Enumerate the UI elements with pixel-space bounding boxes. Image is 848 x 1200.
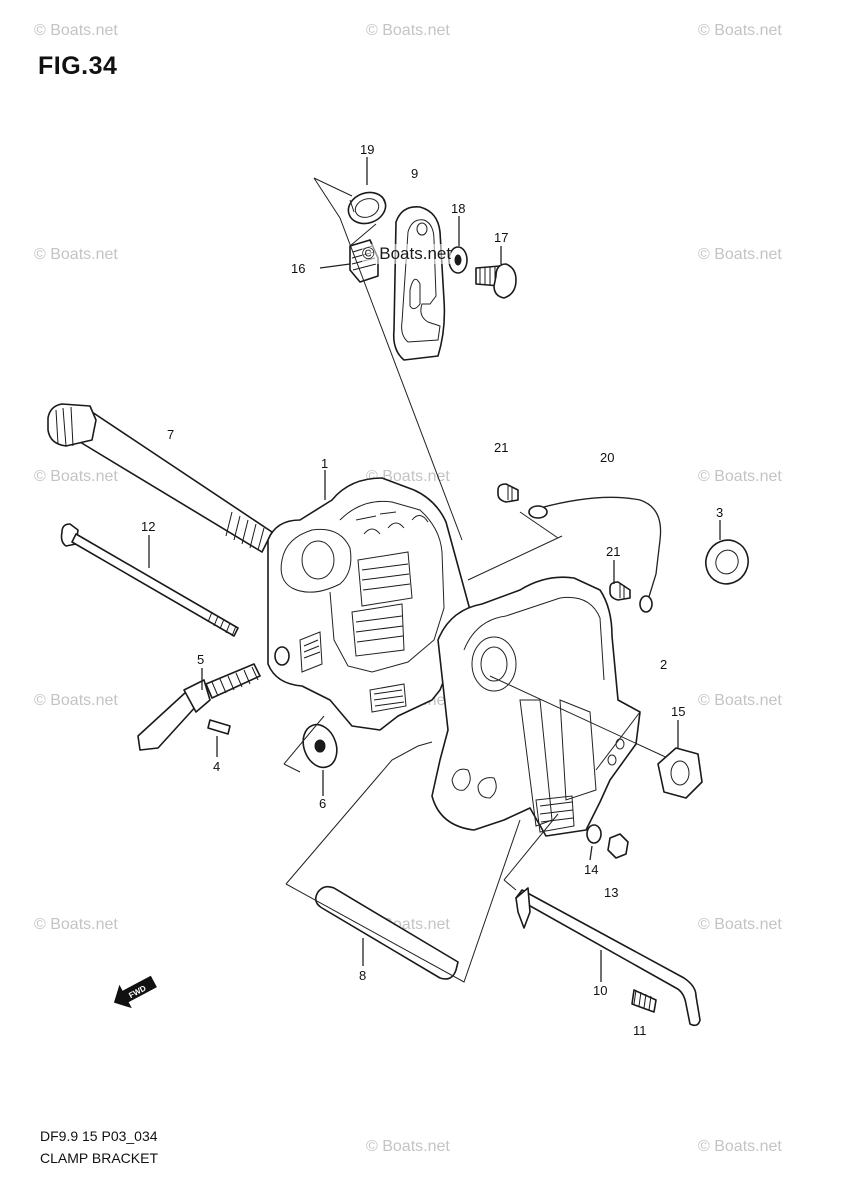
watermark: © Boats.net: [34, 468, 118, 485]
center-watermark: © Boats.net: [362, 244, 452, 264]
watermark: © Boats.net: [698, 246, 782, 263]
part-3-bushing: [705, 539, 749, 585]
watermark: © Boats.net: [698, 692, 782, 709]
callout-8: 8: [359, 968, 366, 983]
part-11-spring: [631, 989, 657, 1013]
part-15-nut: [657, 747, 703, 799]
callout-10: 10: [593, 983, 607, 998]
callout-21: 21: [494, 440, 508, 455]
watermark: © Boats.net: [34, 916, 118, 933]
figure-code: DF9.9 15 P03_034: [40, 1128, 158, 1144]
part-12-long-bolt: [60, 523, 239, 637]
callout-11: 11: [633, 1023, 647, 1038]
callout-3: 3: [716, 505, 723, 520]
part-20-ground-wire: [528, 496, 662, 613]
fwd-arrow-icon: FWD: [113, 975, 157, 1009]
watermark: © Boats.net: [34, 692, 118, 709]
callout-20: 20: [600, 450, 614, 465]
callout-14: 14: [584, 862, 598, 877]
part-9-lock-lever: [392, 205, 446, 361]
part-19-bushing: [347, 191, 387, 225]
figure-name: CLAMP BRACKET: [40, 1150, 158, 1166]
callout-1: 1: [321, 456, 328, 471]
figure-title: FIG.34: [38, 52, 118, 80]
part-10-reverse-lock-rod: [515, 889, 701, 1027]
callout-17: 17: [494, 230, 508, 245]
watermark: © Boats.net: [698, 22, 782, 39]
part-6-collar: [302, 723, 338, 769]
callout-6: 6: [319, 796, 326, 811]
part-2-clamp-bracket: [431, 576, 673, 837]
part-18-washer: [448, 246, 468, 274]
part-7-tilt-tube: [47, 403, 273, 553]
part-17-bolt: [475, 263, 517, 299]
callout-9: 9: [411, 166, 418, 181]
callout-12: 12: [141, 519, 155, 534]
part-5-tilt-lever: [137, 663, 261, 751]
callout-2: 2: [660, 657, 667, 672]
callout-18: 18: [451, 201, 465, 216]
part-13-clip: [515, 887, 531, 929]
callout-19: 19: [360, 142, 374, 157]
callout-13: 13: [604, 885, 618, 900]
watermark: © Boats.net: [698, 916, 782, 933]
callout-4: 4: [213, 759, 220, 774]
part-21-screw-lower: [609, 581, 631, 601]
watermark: © Boats.net: [698, 468, 782, 485]
watermark: © Boats.net: [366, 1138, 450, 1155]
part-1-clamp-bracket: [267, 477, 471, 731]
part-21-screw-upper: [497, 483, 519, 503]
part-8-rod: [314, 885, 459, 980]
watermark: © Boats.net: [698, 1138, 782, 1155]
part-4-pin: [207, 719, 231, 735]
callout-16: 16: [291, 261, 305, 276]
callout-5: 5: [197, 652, 204, 667]
callout-15: 15: [671, 704, 685, 719]
watermark: © Boats.net: [34, 22, 118, 39]
watermark: © Boats.net: [34, 246, 118, 263]
part-14-washer: [586, 824, 629, 859]
callout-21: 21: [606, 544, 620, 559]
watermark: © Boats.net: [366, 22, 450, 39]
callout-7: 7: [167, 427, 174, 442]
